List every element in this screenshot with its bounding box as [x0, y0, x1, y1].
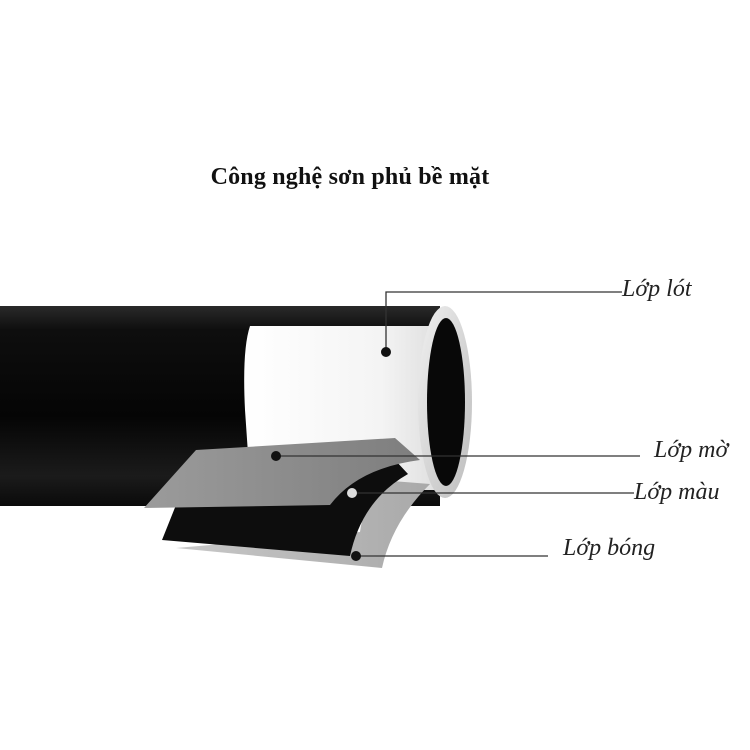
- label-lop-mau: Lớp màu: [634, 479, 720, 505]
- tube-opening: [427, 318, 465, 486]
- diagram-title: Công nghệ sơn phủ bề mặt: [210, 164, 490, 190]
- label-lop-lot: Lớp lót: [622, 276, 692, 302]
- label-lop-mo: Lớp mờ: [654, 437, 729, 463]
- label-lop-bong: Lớp bóng: [563, 535, 656, 561]
- marker-dot-lop-mo: [271, 451, 281, 461]
- marker-dot-lop-bong: [351, 551, 361, 561]
- marker-dot-lop-mau: [347, 488, 357, 498]
- marker-dot-lop-lot: [381, 347, 391, 357]
- leader-line-lop-lot: [385, 291, 622, 352]
- leader-lines: [276, 291, 640, 557]
